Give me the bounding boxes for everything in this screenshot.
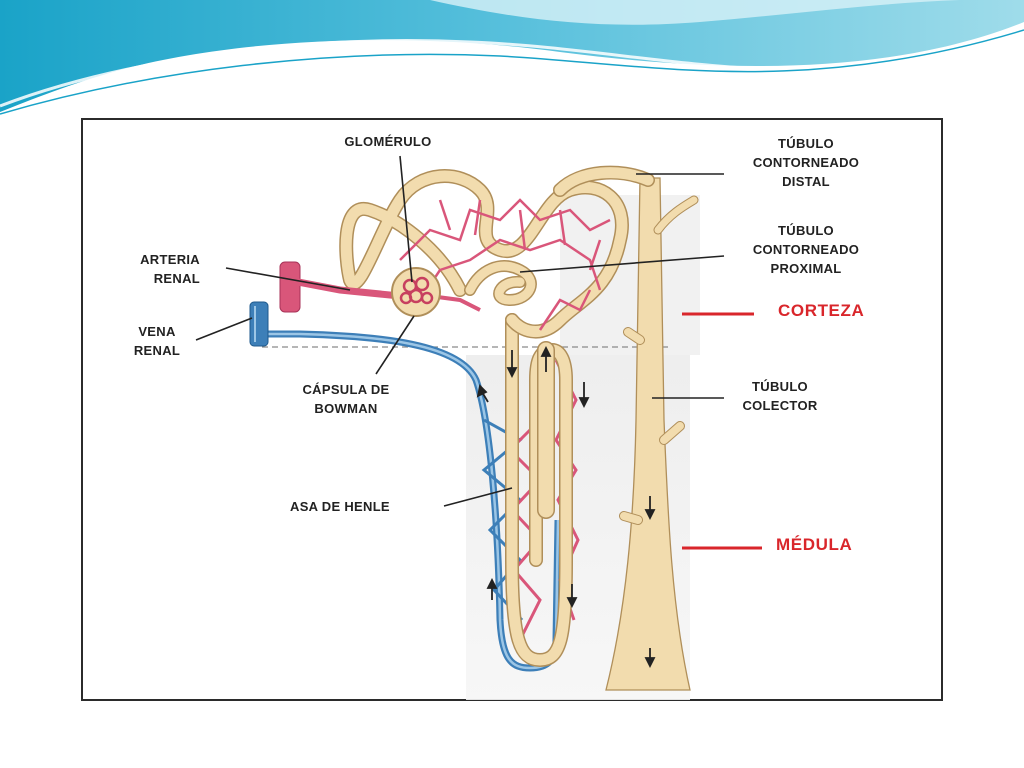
distal-tubule-label: TÚBULO CONTORNEADO DISTAL: [724, 134, 888, 191]
medula-zone-label-text: MÉDULA: [776, 535, 853, 554]
corteza-zone-label: CORTEZA: [778, 301, 864, 321]
leader-lines: [195, 155, 725, 507]
collecting-duct-label-line1: TÚBULO: [752, 379, 808, 394]
peritubular-capillaries: [399, 198, 611, 331]
renal-artery-label-line1: ARTERIA: [140, 252, 200, 267]
henle-loop-label: ASA DE HENLE: [290, 497, 390, 516]
bowman-capsule-label-line2: BOWMAN: [314, 401, 378, 416]
medula-zone-label: MÉDULA: [776, 535, 852, 555]
corteza-zone-label-text: CORTEZA: [778, 301, 865, 320]
top-wave-line: [0, 29, 1024, 115]
renal-vein-vessel-highlight: [262, 332, 560, 670]
flow-arrows: [476, 345, 656, 669]
collecting-duct-label-line2: COLECTOR: [742, 398, 818, 413]
convoluted-tubules: [339, 165, 655, 339]
proximal-tubule-label-line3: PROXIMAL: [770, 261, 842, 276]
distal-tubule-label-line3: DISTAL: [782, 174, 830, 189]
proximal-tubule-label-line2: CONTORNEADO: [752, 242, 860, 257]
renal-vein-label: VENA RENAL: [118, 322, 196, 360]
top-wave-highlight: [0, 24, 1024, 108]
renal-vein-label-line1: VENA: [138, 324, 176, 339]
proximal-tubule-label-line1: TÚBULO: [778, 223, 834, 238]
glomerulus-tuft: [399, 276, 434, 305]
henle-loop-label-text: ASA DE HENLE: [290, 499, 390, 514]
top-wave-light: [430, 0, 1024, 25]
collecting-duct-label: TÚBULO COLECTOR: [720, 377, 840, 415]
collecting-duct: [605, 177, 691, 691]
top-wave-band: [0, 0, 1024, 112]
renal-vein-trunk: [249, 301, 269, 347]
renal-artery-label-line2: RENAL: [153, 271, 200, 286]
renal-artery-trunk: [279, 261, 301, 313]
bowman-capsule: [391, 267, 441, 317]
glomerulus-label: GLOMÉRULO: [320, 132, 456, 151]
renal-vein-label-line2: RENAL: [133, 343, 181, 358]
collecting-duct-branch-left-fill: [624, 328, 644, 344]
proximal-tubule-label: TÚBULO CONTORNEADO PROXIMAL: [724, 221, 888, 278]
bowman-capsule-label: CÁPSULA DE BOWMAN: [286, 380, 406, 418]
afferent-arteriole: [297, 278, 401, 300]
cortex-shading: [560, 195, 700, 355]
collecting-duct-branch-top-fill: [654, 196, 698, 234]
glomerulus-label-text: GLOMÉRULO: [344, 134, 432, 149]
renal-artery-label: ARTERIA RENAL: [110, 250, 200, 288]
distal-tubule-label-line1: TÚBULO: [778, 136, 834, 151]
collecting-duct-branch-right-fill: [660, 422, 684, 444]
distal-tubule-label-line2: CONTORNEADO: [752, 155, 860, 170]
collecting-duct-branch-low-fill: [620, 512, 642, 524]
bowman-capsule-label-line1: CÁPSULA DE: [302, 382, 390, 397]
